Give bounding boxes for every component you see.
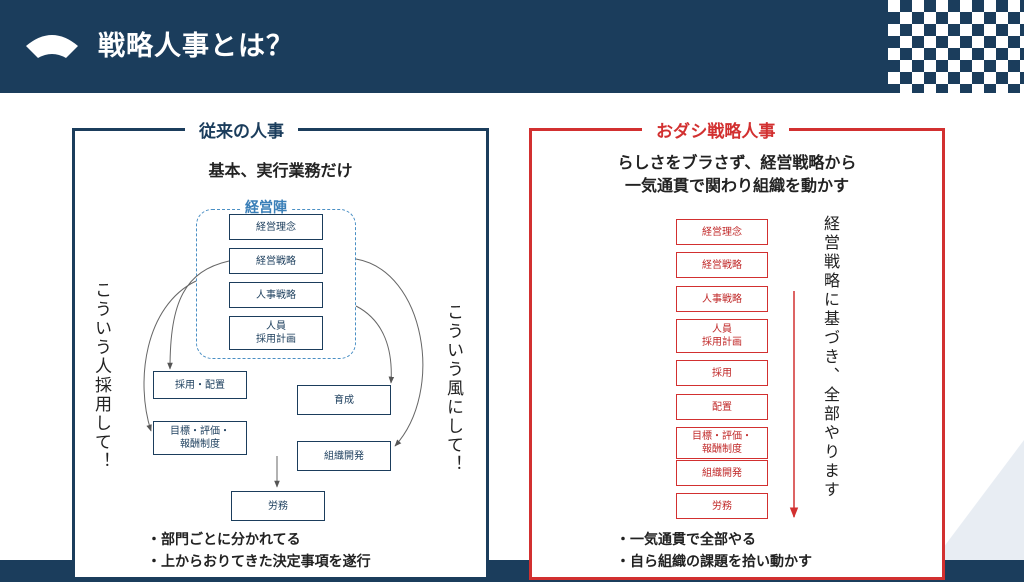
checker-pattern xyxy=(888,0,1024,93)
flow-box-labor: 労務 xyxy=(231,491,325,521)
checker-square xyxy=(900,60,912,72)
checker-square xyxy=(996,84,1008,93)
bullet-item: ・部門ごとに分かれてる xyxy=(147,532,301,548)
flow-box: 人事戦略 xyxy=(676,286,768,312)
checker-square xyxy=(1020,36,1024,48)
checker-square xyxy=(912,0,924,12)
strategic-hr-panel: おダシ戦略人事 らしさをブラさず、経営戦略から 一気通貫で関わり組織を動かす 経… xyxy=(529,117,945,580)
side-text-left: こういう人採用して！ xyxy=(91,281,111,471)
checker-square xyxy=(1020,12,1024,24)
checker-square xyxy=(900,84,912,93)
flow-box: 目標・評価・ 報酬制度 xyxy=(676,427,768,459)
flow-box-eval: 目標・評価・ 報酬制度 xyxy=(153,421,247,455)
flow-box: 採用 xyxy=(676,360,768,386)
flow-box: 組織開発 xyxy=(676,460,768,486)
checker-square xyxy=(924,36,936,48)
checker-square xyxy=(936,72,948,84)
checker-square xyxy=(972,60,984,72)
checker-square xyxy=(924,84,936,93)
checker-square xyxy=(912,24,924,36)
checker-square xyxy=(888,72,900,84)
checker-square xyxy=(1020,84,1024,93)
checker-square xyxy=(936,24,948,36)
flow-box: 人員 採用計画 xyxy=(229,316,323,350)
flow-box: 経営理念 xyxy=(676,219,768,245)
flow-box: 労務 xyxy=(676,493,768,519)
group-label: 経営陣 xyxy=(241,197,291,217)
checker-square xyxy=(948,36,960,48)
checker-square xyxy=(960,48,972,60)
flow-arrow xyxy=(789,291,799,519)
flow-box: 経営戦略 xyxy=(676,252,768,278)
flow-box: 経営理念 xyxy=(229,214,323,240)
checker-square xyxy=(1008,72,1020,84)
checker-square xyxy=(900,12,912,24)
flow-box: 人事戦略 xyxy=(229,282,323,308)
checker-square xyxy=(936,0,948,12)
bullet-item: ・上からおりてきた決定事項を遂行 xyxy=(147,554,371,570)
checker-square xyxy=(960,0,972,12)
bullet-item: ・一気通貫で全部やる xyxy=(616,532,756,548)
flow-box-org-dev: 組織開発 xyxy=(297,441,391,471)
checker-square xyxy=(996,12,1008,24)
panel-subtitle-line2: 一気通貫で関わり組織を動かす xyxy=(624,176,849,195)
side-text-right: こういう風にして！ xyxy=(443,303,463,474)
checker-square xyxy=(888,48,900,60)
checker-square xyxy=(1008,24,1020,36)
checker-square xyxy=(984,24,996,36)
checker-square xyxy=(912,72,924,84)
checker-square xyxy=(984,0,996,12)
checker-square xyxy=(912,48,924,60)
checker-square xyxy=(924,60,936,72)
flow-arrows xyxy=(143,258,424,488)
checker-square xyxy=(888,0,900,12)
checker-square xyxy=(996,60,1008,72)
bullet-item: ・自ら組織の課題を拾い動かす xyxy=(616,554,812,570)
checker-square xyxy=(1020,60,1024,72)
panel-subtitle: 基本、実行業務だけ xyxy=(208,161,353,180)
traditional-hr-panel: 従来の人事 基本、実行業務だけ 経営陣 経営理念 経営戦略 人事戦略 人員 採用… xyxy=(72,117,489,580)
flow-box: 配置 xyxy=(676,394,768,420)
checker-square xyxy=(972,36,984,48)
checker-square xyxy=(948,12,960,24)
flow-box-hiring: 採用・配置 xyxy=(153,371,247,399)
checker-square xyxy=(936,48,948,60)
side-text-right: 経営戦略に基づき、全部やります xyxy=(821,215,840,500)
flow-box-training: 育成 xyxy=(297,385,391,415)
checker-square xyxy=(960,72,972,84)
panel-label: 従来の人事 xyxy=(185,117,298,142)
checker-square xyxy=(972,12,984,24)
fan-icon xyxy=(26,35,78,58)
checker-square xyxy=(924,12,936,24)
decor-triangle xyxy=(934,440,1024,560)
checker-square xyxy=(984,72,996,84)
checker-square xyxy=(1008,0,1020,12)
checker-square xyxy=(996,36,1008,48)
flow-box: 人員 採用計画 xyxy=(676,319,768,353)
checker-square xyxy=(900,36,912,48)
checker-square xyxy=(888,24,900,36)
checker-square xyxy=(960,24,972,36)
checker-square xyxy=(972,84,984,93)
checker-square xyxy=(948,84,960,93)
header-bar: 戦略人事とは？ xyxy=(0,0,1024,93)
checker-square xyxy=(1008,48,1020,60)
panel-subtitle-line1: らしさをブラさず、経営戦略から xyxy=(617,153,857,172)
page-title: 戦略人事とは？ xyxy=(98,31,294,62)
checker-square xyxy=(984,48,996,60)
panel-label: おダシ戦略人事 xyxy=(642,117,790,142)
flow-box: 経営戦略 xyxy=(229,248,323,274)
checker-square xyxy=(948,60,960,72)
